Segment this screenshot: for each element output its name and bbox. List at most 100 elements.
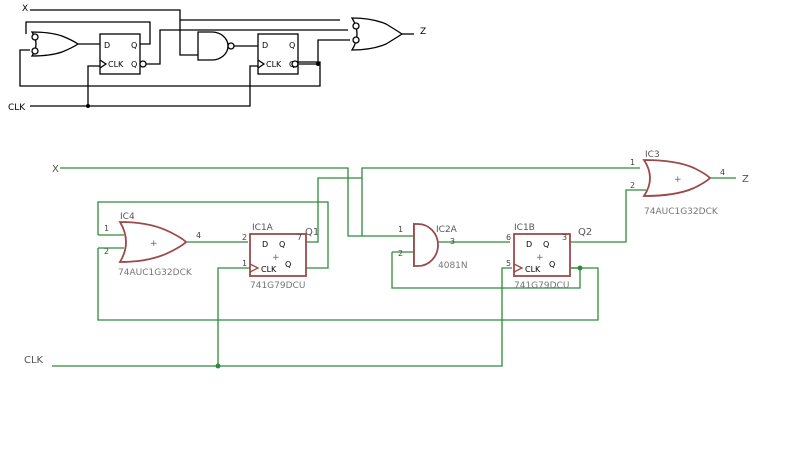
ic3-symbol: + [674,175,682,185]
top-wire-feedback-q1 [25,21,151,45]
top-ff1-qbar: Q [131,60,137,69]
ic1a-pin-2: 2 [242,233,247,242]
ic1b-flip-flop: D Q + CLK Q IC1B 741G79DCU 6 5 3 [506,223,571,291]
ic1b-pin-3: 3 [562,233,567,242]
ic3-pin-2: 2 [630,181,635,190]
top-ff1-clk-triangle [99,59,108,69]
ic1a-d: D [262,240,268,249]
ic4-symbol: + [150,239,158,249]
ic3-pin-4: 4 [720,168,725,177]
net-label-clk: CLK [24,355,44,366]
wire-q1-feedback [97,201,329,269]
wire-q2bar-to-ic2a [391,252,581,289]
top-wire-x [30,9,340,21]
wire-q1-out [306,177,362,243]
ic1b-pin-5: 5 [506,259,511,268]
top-ff1-box [99,33,141,75]
wire-x-to-ic2a [60,167,392,237]
ic3-pin-1: 1 [630,158,635,167]
top-or1-bubble-b [31,47,39,55]
top-wire-q2-to-or [298,39,350,65]
wire-x-to-ic3 [361,167,640,236]
top-ff2-d: D [262,41,268,50]
ic1a-part: 741G79DCU [250,281,305,291]
ic1b-clk-triangle [513,263,524,273]
ic2a-pin-1: 1 [398,225,403,234]
ic2a-part: 4081N [438,261,468,271]
top-input-x-label: X [22,4,28,14]
ic2a-body [413,223,439,267]
wire-q2-to-ic3 [570,189,646,243]
ic1a-symbol: + [272,253,280,263]
wire-q2-feedback [97,248,599,321]
ic2a-pin-2: 2 [398,249,403,258]
top-or-gate-1 [30,31,80,57]
ic3-part: 74AUC1G32DCK [644,207,719,217]
ic1a-body [249,233,307,277]
ic1b-body [513,233,571,277]
top-junction-clk [86,104,90,108]
ic1b-qbar: Q [549,260,555,269]
ic1b-d: D [526,240,532,249]
top-output-z-label: Z [420,27,426,37]
ic1b-clk: CLK [525,265,541,274]
ic4-pin-1: 1 [104,224,109,233]
ic1a-clk-triangle [249,263,260,273]
ic4-pin-2: 2 [104,247,109,256]
net-label-q1: Q1 [305,227,319,238]
top-or-out-bubble-a [352,22,360,30]
net-label-q2: Q2 [578,227,592,238]
top-or-gate-output [350,17,404,51]
wire-clk [52,267,512,367]
top-ff1-d: D [104,41,110,50]
wire-clk-ic1a [217,267,250,366]
junction-q2 [577,265,583,271]
ic1a-pin-1: 1 [242,259,247,268]
ic1b-q: Q [543,240,549,249]
ic2a-and-gate: IC2A 4081N 1 2 3 [392,223,468,271]
ic2a-pin-3: 3 [450,237,455,246]
ic1b-ref: IC1B [514,223,535,233]
top-wire-feedback-q2 [19,49,321,87]
ic1a-q: Q [279,240,285,249]
ic3-or-gate: + IC3 74AUC1G32DCK 1 2 4 [630,150,725,217]
top-ff2-qbar-bubble [291,60,299,68]
ic1a-pin-7: 7 [297,233,302,242]
ic3-body [642,159,712,197]
top-and-gate [197,31,229,61]
top-wire-q1-to-or [146,29,348,65]
top-logic-diagram: X CLK Z D Q CLK Q D Q CLK Q [8,4,426,113]
net-label-z: Z [742,174,749,185]
top-wire-clk-ff1 [87,65,100,106]
ic1a-qbar: Q [285,260,291,269]
ic1a-clk: CLK [261,265,277,274]
ic4-ref: IC4 [120,212,135,222]
top-ff1-qbar-bubble [139,60,147,68]
bottom-schematic: X CLK Z Q1 Q2 + IC4 74AUC1G32DCK 1 2 4 [24,150,749,369]
ic1b-symbol: + [536,253,544,263]
ic1a-flip-flop: D Q + CLK Q IC1A 741G79DCU 2 1 7 [242,223,307,291]
ic1a-ref: IC1A [252,223,274,233]
junction-clk [215,363,221,369]
top-ff1-clk: CLK [108,60,124,69]
ic4-or-gate: + IC4 74AUC1G32DCK 1 2 4 [98,212,201,278]
top-input-clk-label: CLK [8,103,26,113]
top-ff1-q: Q [131,41,137,50]
top-and-bubble [227,42,235,50]
top-or-out-bubble-b [352,36,360,44]
top-ff2-clk: CLK [266,60,282,69]
top-junction-q2 [316,62,320,66]
top-ff2-box [257,33,299,75]
ic1b-part: 741G79DCU [514,281,569,291]
ic4-pin-4: 4 [196,231,201,240]
ic4-part: 74AUC1G32DCK [118,268,193,278]
top-or1-bubble-a [31,33,39,41]
top-wire-clk [30,65,258,107]
net-label-x: X [52,164,59,175]
top-wire-x-and [179,20,198,56]
ic4-body [118,221,188,263]
ic1b-pin-6: 6 [506,233,511,242]
ic3-ref: IC3 [645,150,660,160]
top-ff2-clk-triangle [257,59,266,69]
